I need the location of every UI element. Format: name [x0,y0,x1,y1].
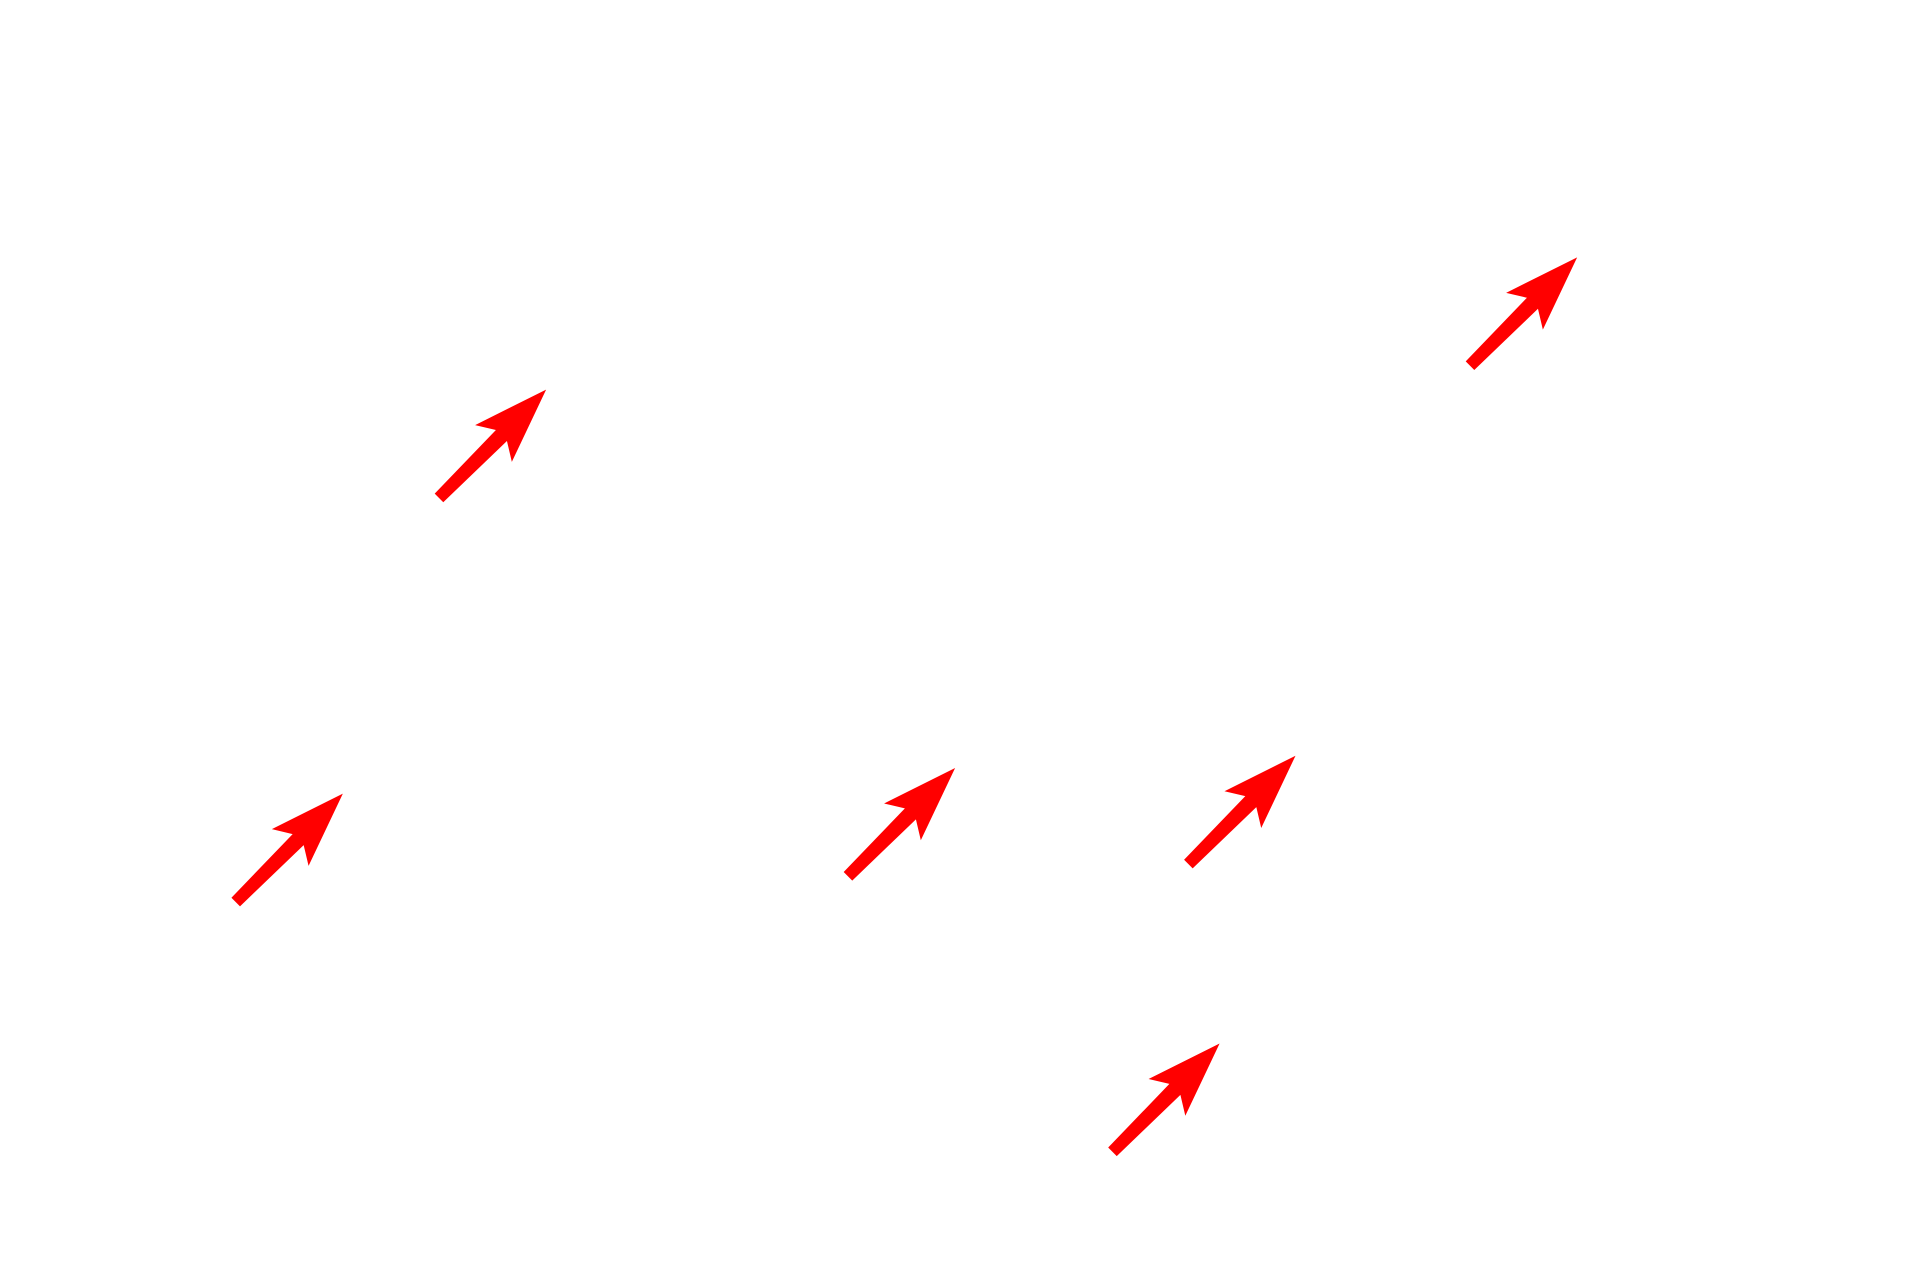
arrow-up-right-icon [1465,257,1578,370]
arrow-up-right-icon [231,793,343,907]
arrow-up-right-icon [1184,755,1296,869]
arrow-up-right-icon [1108,1043,1220,1157]
arrow-up-right-icon [843,767,956,881]
arrow-up-right-icon [434,389,547,503]
